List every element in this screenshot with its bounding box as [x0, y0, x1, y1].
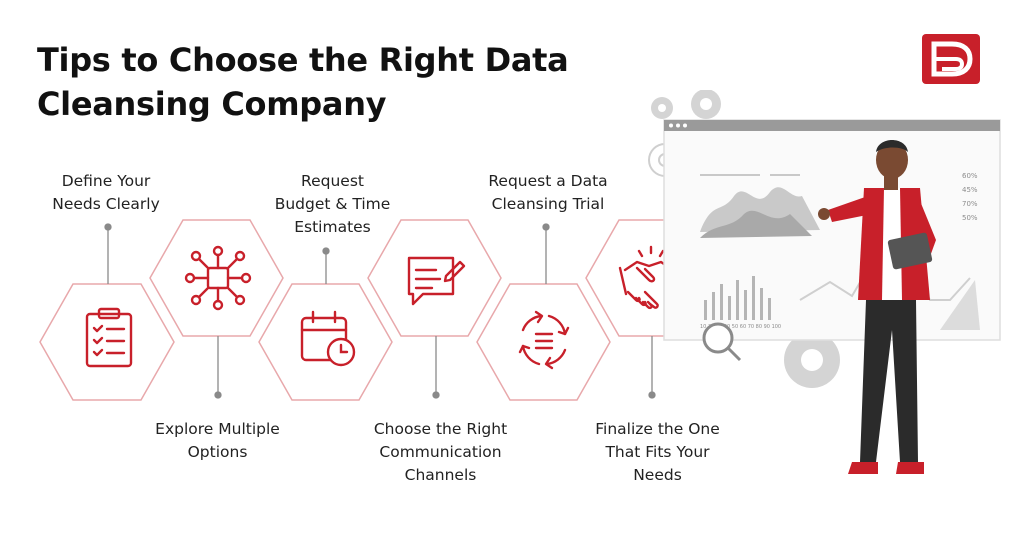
step-label-4: Choose the Right Communication Channels — [373, 420, 508, 484]
hexagon-5 — [476, 283, 611, 401]
calendar-clock-icon — [300, 310, 356, 367]
pct-label-4: 50% — [962, 214, 978, 222]
hexagon-3 — [258, 283, 393, 401]
presenter-figure — [818, 140, 936, 474]
step-label-3: Request Budget & Time Estimates — [274, 172, 391, 236]
step-label-5: Request a Data Cleansing Trial — [488, 172, 608, 213]
magnifier-icon — [702, 322, 742, 362]
clipboard-checklist-icon — [85, 307, 133, 368]
pct-label-1: 60% — [962, 172, 978, 180]
step-label-1: Define Your Needs Clearly — [52, 172, 160, 213]
cycle-arrows-icon — [518, 310, 570, 370]
title-line-2: Cleansing Company — [37, 85, 387, 123]
hexagon-1 — [39, 283, 175, 401]
pct-label-3: 70% — [962, 200, 978, 208]
db-logo-icon — [922, 34, 980, 84]
network-nodes-icon — [184, 245, 252, 311]
presenter-illustration: 60% 45% 70% 50% 10 20 30 40 50 60 70 80 … — [648, 90, 1001, 474]
step-label-6: Finalize the One That Fits Your Needs — [595, 420, 720, 484]
axis-ticks: 10 20 30 40 50 60 70 80 90 100 — [700, 324, 781, 330]
hexagon-2 — [149, 219, 284, 337]
step-label-2: Explore Multiple Options — [155, 420, 280, 461]
chat-edit-icon — [407, 256, 466, 306]
title-line-1: Tips to Choose the Right Data — [37, 41, 569, 79]
page-title: Tips to Choose the Right Data Cleansing … — [37, 38, 637, 126]
hexagon-4 — [367, 219, 502, 337]
pct-label-2: 45% — [962, 186, 978, 194]
